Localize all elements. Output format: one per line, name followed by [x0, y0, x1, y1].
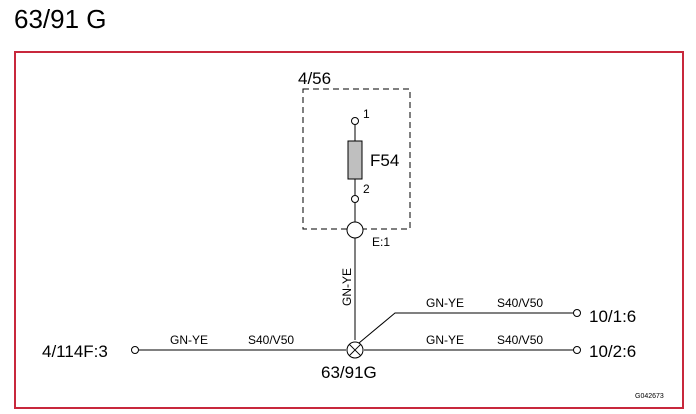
right-lower-connector-label: 10/2:6: [589, 342, 636, 361]
page-title: 63/91 G: [14, 4, 107, 34]
right-upper-connector-label: 10/1:6: [589, 307, 636, 326]
right-upper-wire-color: GN-YE: [426, 296, 464, 310]
drawing-code: G042673: [635, 393, 664, 400]
right-upper-wire-size: S40/V50: [497, 296, 543, 310]
fuse-pin-2-label: 2: [363, 182, 370, 196]
left-wire-size: S40/V50: [248, 333, 294, 347]
left-connector-label: 4/114F:3: [42, 342, 108, 361]
fuse-pin-2: [351, 195, 359, 203]
right-lower-wire-size: S40/V50: [497, 333, 543, 347]
splice-label: E:1: [372, 235, 390, 249]
splice-connector: [346, 221, 364, 239]
right-lower-wire-color: GN-YE: [426, 333, 464, 347]
right-upper-wire: [358, 312, 573, 344]
fuse-pin-1: [351, 117, 359, 125]
fuse-pin-1-label: 1: [363, 107, 370, 121]
left-connector-terminal: [131, 346, 139, 354]
diagram-frame: [14, 51, 684, 409]
fuse-label: F54: [370, 151, 399, 170]
right-lower-terminal: [573, 346, 581, 354]
ground-point-label: 63/91G: [321, 363, 377, 382]
left-wire-color: GN-YE: [170, 333, 208, 347]
ground-point-icon: [346, 341, 364, 359]
fuse-body: [347, 140, 363, 180]
component-box-label: 4/56: [298, 69, 331, 88]
right-upper-terminal: [573, 309, 581, 317]
vertical-wire-color: GN-YE: [340, 268, 354, 306]
